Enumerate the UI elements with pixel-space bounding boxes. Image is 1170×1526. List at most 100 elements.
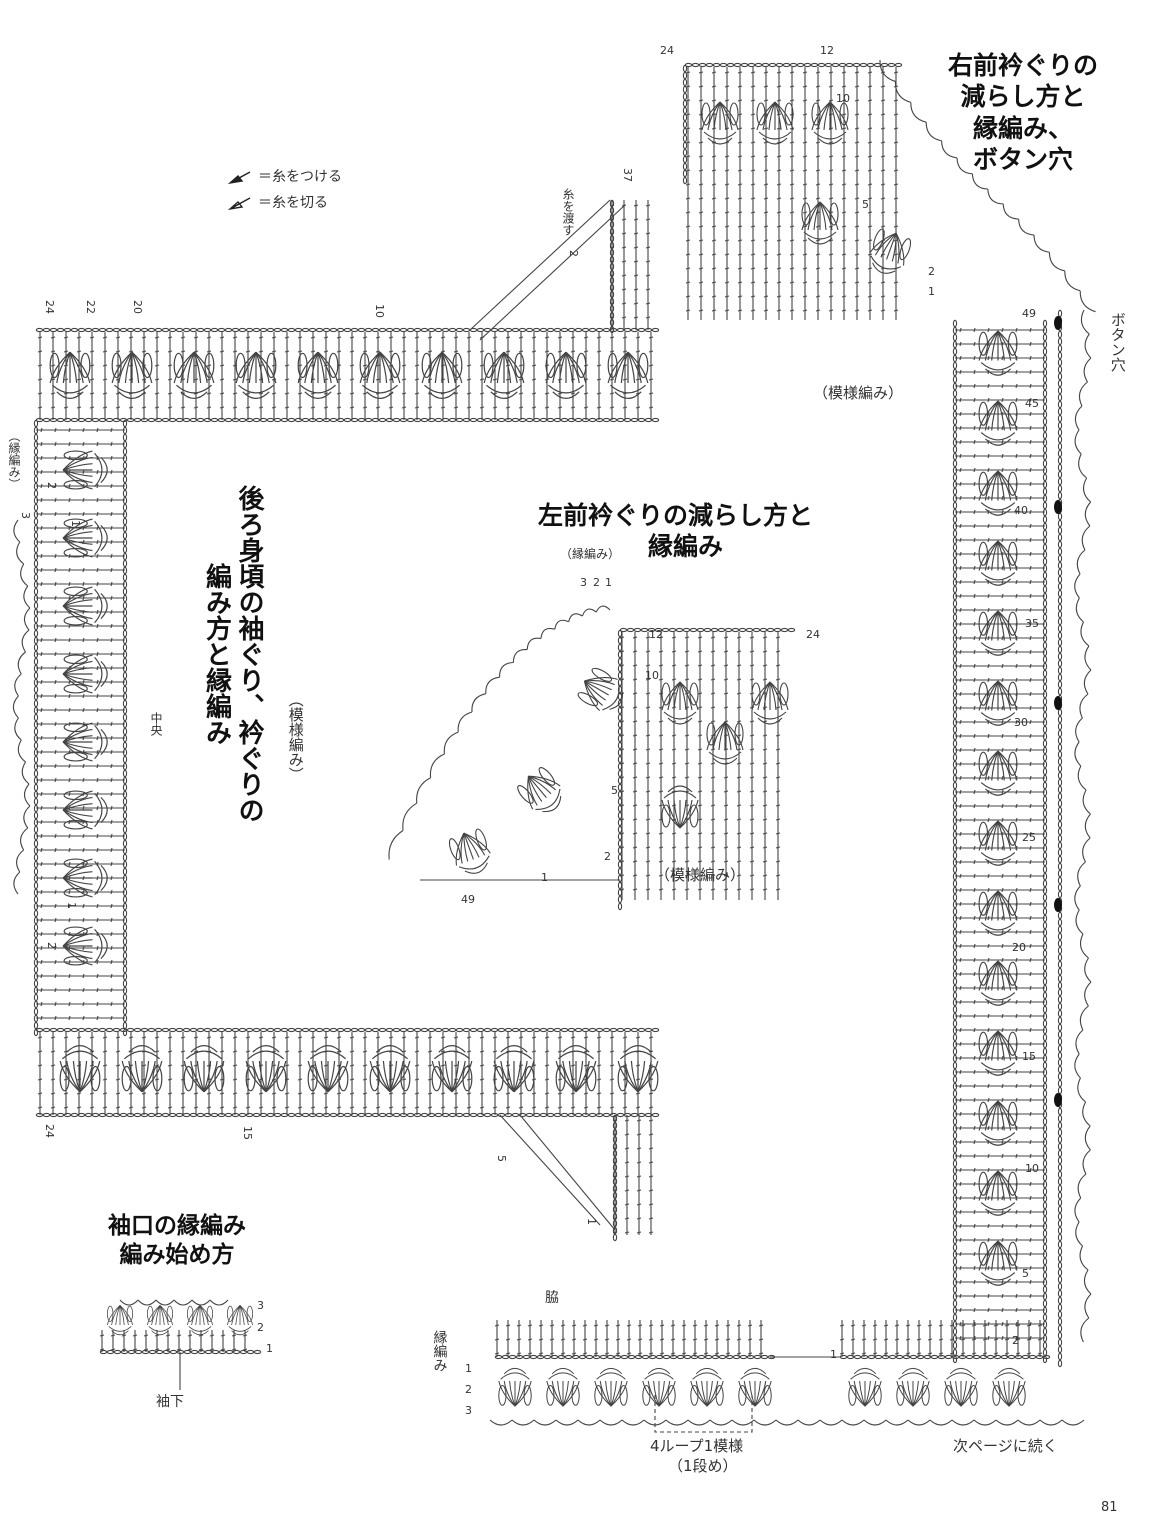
chain-stitch <box>497 1027 506 1033</box>
chain-stitch <box>1042 851 1048 860</box>
stitch-bar <box>82 623 85 629</box>
pattern-label-left: （模様編み） <box>655 866 746 884</box>
petal-stitch <box>63 887 88 898</box>
petal-stitch <box>576 352 587 379</box>
stitch-bar <box>110 427 113 433</box>
stitch-bar <box>621 246 627 249</box>
stitch-bar <box>645 636 651 639</box>
chain-stitch <box>56 1112 65 1118</box>
stitch-bar <box>1001 509 1004 515</box>
loop-stitch <box>708 751 742 760</box>
stitch-bar <box>636 1203 642 1206</box>
fan-stitch <box>255 351 277 384</box>
stitch-bar <box>167 392 173 395</box>
chain-stitch <box>33 531 39 540</box>
stitch-bar <box>544 1064 550 1067</box>
stitch-bar <box>570 336 576 339</box>
stitch-bar <box>724 169 730 172</box>
fan-stitch <box>874 232 897 256</box>
stitch-bar <box>54 917 57 923</box>
chain-stitch <box>1057 1254 1063 1263</box>
stitch-bar <box>1029 677 1032 683</box>
stitch-bar <box>110 931 113 937</box>
stitch-bar <box>867 309 873 312</box>
stitch-bar <box>68 693 71 699</box>
chain-stitch <box>617 888 623 897</box>
chain-stitch <box>617 748 623 757</box>
fan-stitch <box>819 201 833 231</box>
chain-stitch <box>866 62 875 68</box>
stitch-bar <box>762 888 768 891</box>
loop-stitch <box>100 456 108 484</box>
stitch-bar <box>414 1036 420 1039</box>
stitch-bar <box>697 804 703 807</box>
stitch-bar <box>973 579 976 585</box>
fan-stitch <box>997 680 1018 711</box>
row-number: 49 <box>1022 307 1036 320</box>
stitch-bar <box>560 1352 566 1355</box>
stitch-bar <box>987 747 990 753</box>
stitch-bar <box>1015 1293 1018 1299</box>
stitch-bar <box>1037 1324 1043 1327</box>
scallop-stitch <box>21 761 30 785</box>
chain-stitch <box>617 636 623 645</box>
stitch-bar <box>959 649 962 655</box>
chain-stitch <box>42 1027 51 1033</box>
stitch-bar <box>854 127 860 130</box>
stitch-bar <box>622 1106 628 1109</box>
stitch-bar <box>737 113 743 116</box>
chain-stitch <box>1042 1061 1048 1070</box>
stitch-bar <box>82 595 85 601</box>
chain-stitch <box>455 1027 464 1033</box>
chain-stitch <box>1057 729 1063 738</box>
chain-stitch <box>56 417 65 423</box>
stitch-bar <box>54 959 57 965</box>
stitch-bar <box>96 847 99 853</box>
chain-stitch <box>1057 309 1063 318</box>
chain-stitch <box>217 1027 226 1033</box>
stitch-bar <box>776 239 782 242</box>
stitch-bar <box>154 1064 160 1067</box>
fan-stitch <box>997 1030 1005 1061</box>
chain-stitch <box>682 99 688 108</box>
stitch-bar <box>54 483 57 489</box>
chain-stitch <box>1057 1198 1063 1207</box>
scallop-stitch <box>1079 1005 1089 1031</box>
chain-stitch <box>574 1027 583 1033</box>
chain-stitch <box>617 811 623 820</box>
stitch-bar <box>697 664 703 667</box>
stitch-bar <box>685 309 691 312</box>
chain-stitch <box>336 1027 345 1033</box>
chain-stitch <box>122 1007 128 1016</box>
chain-stitch <box>623 1027 632 1033</box>
stitch-bar <box>1001 1223 1004 1229</box>
chain-stitch <box>1057 519 1063 528</box>
stitch-bar <box>973 1167 976 1173</box>
stitch-bar <box>1029 957 1032 963</box>
chain-stitch <box>308 1027 317 1033</box>
fan-stitch <box>997 680 1005 711</box>
stitch-bar <box>297 336 303 339</box>
armhole-curve <box>519 1114 616 1231</box>
chain-stitch <box>315 327 324 333</box>
pineapple-motif <box>431 1044 473 1093</box>
stitch-bar <box>82 707 85 713</box>
stitch-bar <box>775 664 781 667</box>
chain-stitch <box>1057 1149 1063 1158</box>
stitch-bar <box>102 1078 108 1081</box>
stitch-bar <box>141 336 147 339</box>
stitch-bar <box>1029 929 1032 935</box>
row-number: 24 <box>806 628 820 641</box>
stitch-bar <box>50 406 56 409</box>
fan-stitch <box>187 1305 201 1326</box>
stitch-bar <box>1029 747 1032 753</box>
chain-stitch <box>427 1027 436 1033</box>
stitch-bar <box>736 762 742 765</box>
fan-stitch <box>610 1380 617 1407</box>
chain-stitch <box>1057 344 1063 353</box>
stitch-bar <box>54 469 57 475</box>
chain-stitch <box>122 1028 128 1037</box>
chain-stitch <box>420 1027 429 1033</box>
stitch-bar <box>711 295 717 298</box>
chain-stitch <box>1057 1310 1063 1319</box>
